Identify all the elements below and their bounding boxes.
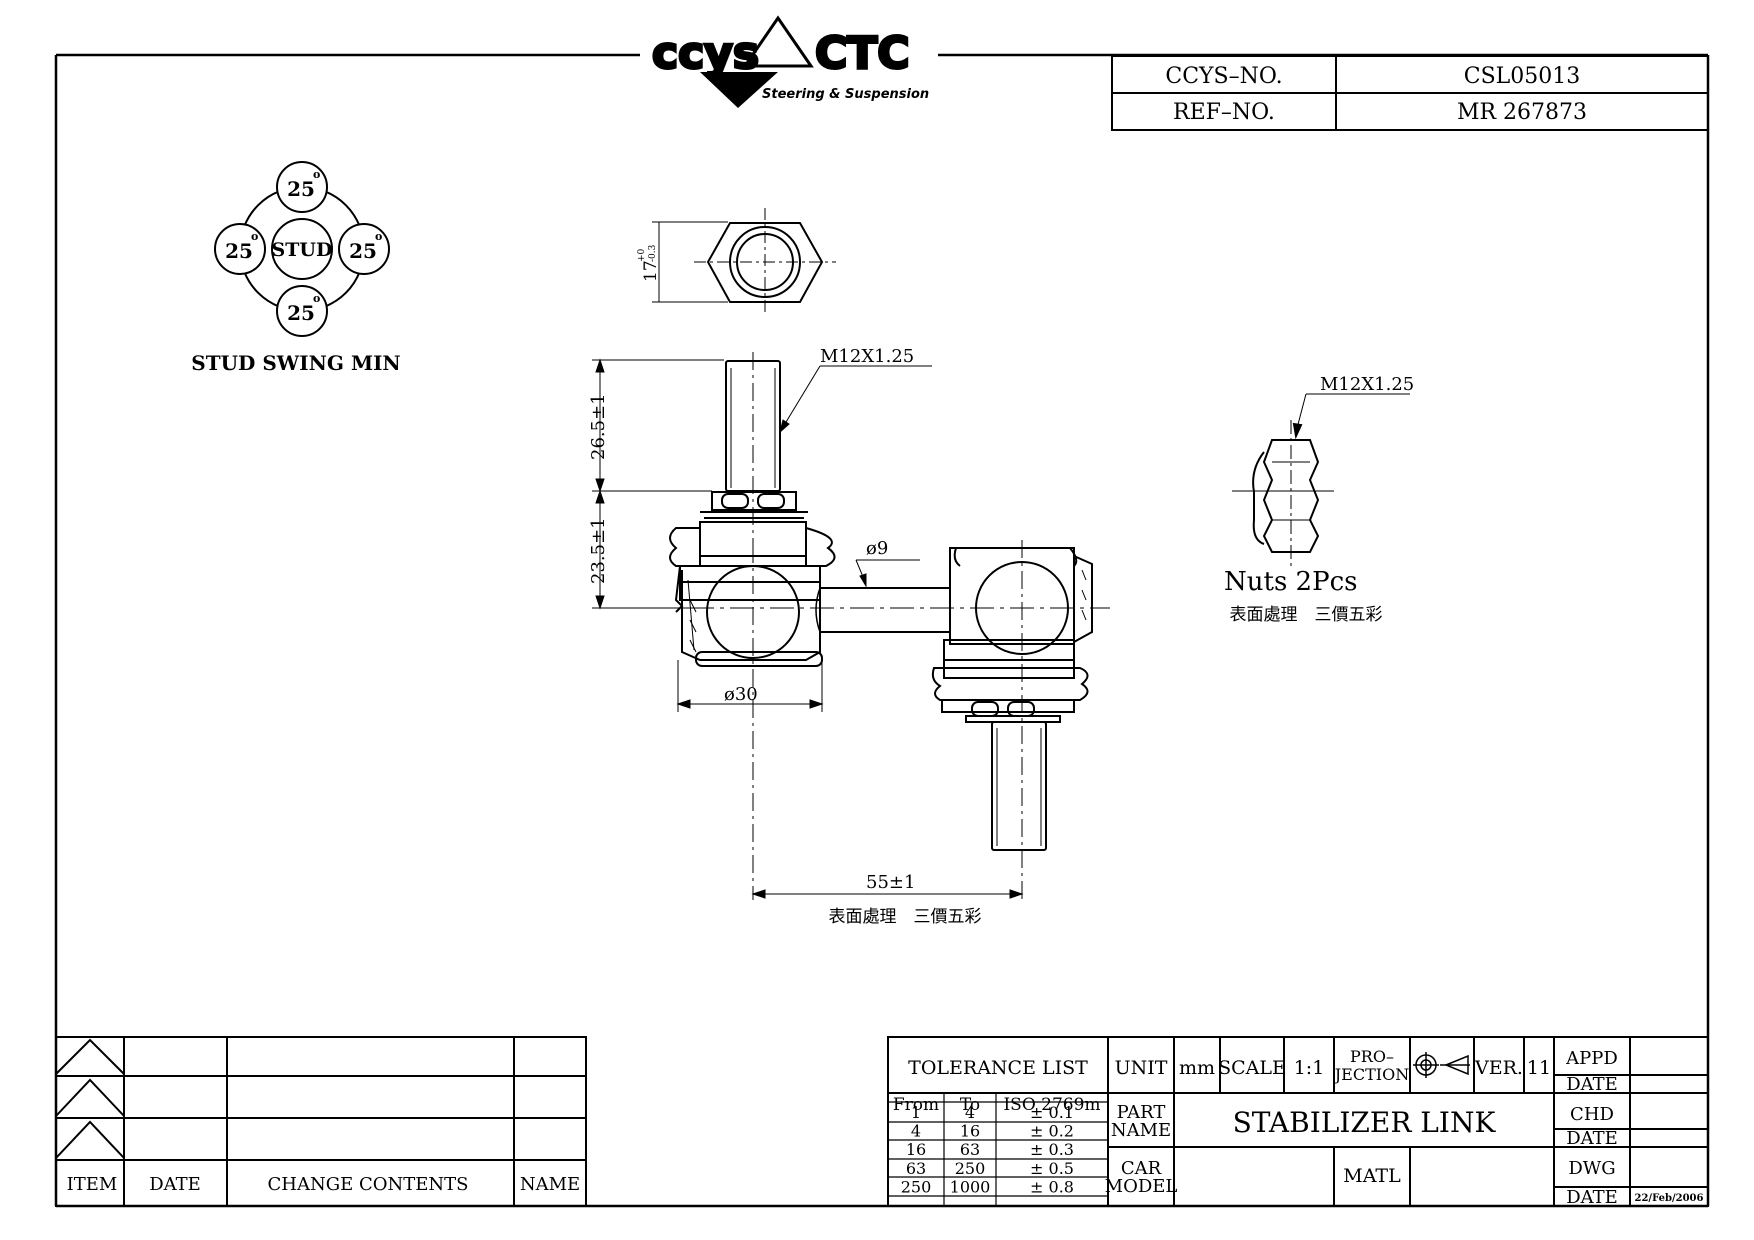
projection-label-1: PRO–: [1350, 1047, 1394, 1066]
tol-to-cell: 63: [960, 1140, 980, 1159]
ref-no-label: REF–NO.: [1173, 100, 1275, 125]
hex-tol-upper: +0: [637, 248, 647, 262]
rev-header-name: NAME: [520, 1174, 580, 1195]
degree-mark: o: [375, 230, 382, 243]
tol-iso-cell: ± 0.8: [1030, 1177, 1074, 1196]
tol-iso-cell: ± 0.2: [1030, 1122, 1074, 1141]
tol-header-from: From: [893, 1095, 939, 1115]
hex-dimension: 17 +0 -0.3: [637, 244, 661, 282]
material-label: MATL: [1343, 1165, 1401, 1187]
tol-to-cell: 16: [960, 1122, 980, 1141]
main-dimension-lines: [592, 358, 1024, 899]
nut-title: Nuts 2Pcs: [1224, 567, 1358, 597]
approved-date-label: DATE: [1566, 1074, 1618, 1095]
tol-header-to: To: [960, 1095, 980, 1115]
checked-date-label: DATE: [1566, 1128, 1618, 1149]
ccys-no-label: CCYS–NO.: [1165, 64, 1282, 89]
hex-tol-lower: -0.3: [648, 244, 658, 262]
revision-table: ITEM DATE CHANGE CONTENTS NAME: [55, 1036, 587, 1207]
projection-label-2: JECTION: [1333, 1065, 1409, 1084]
logo-tagline: Steering & Suspension: [762, 87, 929, 102]
nut-labels: M12X1.25 Nuts 2Pcs 表面處理 三價五彩: [1224, 374, 1414, 625]
tol-to-cell: 250: [955, 1159, 986, 1178]
swing-top-value: 25: [287, 177, 315, 201]
rod-diameter-dim: ø9: [866, 538, 888, 559]
logo-text-ctc: CTC: [815, 28, 910, 79]
swing-right-value: 25: [349, 239, 377, 263]
nut-thread-label: M12X1.25: [1320, 374, 1414, 395]
stud-swing-caption: STUD SWING MIN: [191, 351, 400, 375]
unit-label: UNIT: [1115, 1057, 1168, 1079]
drawn-label: DWG: [1568, 1158, 1615, 1179]
stud-swing-diagram: 25 25 25 25 STUD o o o o STUD SWING MIN: [191, 161, 401, 375]
tol-from-cell: 63: [906, 1159, 926, 1178]
surface-treatment-note: 表面處理 三價五彩: [829, 907, 982, 927]
logo-text-ccys: ccys: [652, 28, 759, 79]
swing-center-label: STUD: [272, 239, 333, 261]
tol-to-cell: 4: [965, 1103, 975, 1122]
approved-label: APPD: [1565, 1048, 1618, 1069]
projection-symbol-icon: [1413, 1052, 1470, 1078]
drawn-date-value: 22/Feb/2006: [1635, 1193, 1704, 1204]
version-label: VER.: [1474, 1057, 1523, 1079]
part-name-label-2: NAME: [1111, 1120, 1171, 1141]
body-diameter-dim: ø30: [724, 684, 758, 705]
degree-mark: o: [313, 292, 320, 305]
car-model-label-1: CAR: [1121, 1158, 1162, 1179]
nut-drawing: [1232, 393, 1410, 570]
tol-iso-cell: ± 0.1: [1030, 1103, 1074, 1122]
header-table: CCYS–NO. CSL05013 REF–NO. MR 267873: [1111, 55, 1709, 131]
tol-iso-cell: ± 0.5: [1030, 1159, 1074, 1178]
ccys-no-value: CSL05013: [1464, 64, 1581, 89]
nut-surface-note: 表面處理 三價五彩: [1230, 605, 1383, 625]
ref-no-value: MR 267873: [1457, 100, 1587, 125]
degree-mark: o: [313, 168, 320, 181]
main-dimension-texts: M12X1.25 26.5±1 23.5±1 ø9 ø30 55±1 表面處理 …: [588, 346, 982, 927]
stud-length-dim: 26.5±1: [588, 393, 609, 460]
hex-size-text: 17: [641, 260, 661, 282]
tolerance-list-title: TOLERANCE LIST: [908, 1057, 1088, 1079]
tol-from-cell: 16: [906, 1140, 926, 1159]
scale-label: SCALE: [1218, 1057, 1286, 1079]
degree-mark: o: [251, 230, 258, 243]
rev-header-change-contents: CHANGE CONTENTS: [268, 1174, 469, 1195]
ccys-ctc-logo: ccys CTC Steering & Suspension: [651, 15, 929, 108]
tol-header-iso: ISO 2769m: [1003, 1095, 1100, 1115]
part-name-value: STABILIZER LINK: [1233, 1106, 1497, 1139]
tol-iso-cell: ± 0.3: [1030, 1140, 1074, 1159]
unit-value: mm: [1179, 1057, 1215, 1079]
tol-from-cell: 4: [911, 1122, 921, 1141]
scale-value: 1:1: [1294, 1057, 1325, 1079]
rev-header-date: DATE: [149, 1174, 201, 1195]
rev-header-item: ITEM: [67, 1174, 118, 1195]
thread-top-label: M12X1.25: [820, 346, 914, 367]
swing-left-value: 25: [225, 239, 253, 263]
body-length-dim: 23.5±1: [588, 517, 609, 584]
checked-label: CHD: [1570, 1104, 1614, 1125]
hex-top-view: [652, 208, 836, 316]
drawn-date-label: DATE: [1566, 1187, 1618, 1208]
car-model-label-2: MODEL: [1105, 1176, 1178, 1197]
part-name-label-1: PART: [1117, 1102, 1166, 1123]
tol-from-cell: 1: [911, 1103, 921, 1122]
tol-to-cell: 1000: [950, 1177, 991, 1196]
tol-from-cell: 250: [901, 1177, 932, 1196]
stabilizer-link-drawing: [669, 352, 1110, 900]
center-distance-dim: 55±1: [866, 872, 915, 893]
swing-bottom-value: 25: [287, 301, 315, 325]
version-value: 11: [1527, 1057, 1551, 1079]
